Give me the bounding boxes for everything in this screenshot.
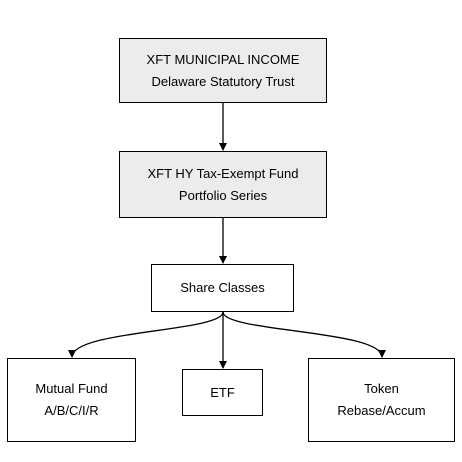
node-trust-subtitle: Delaware Statutory Trust	[151, 73, 295, 89]
node-series-title: XFT HY Tax-Exempt Fund	[147, 165, 299, 181]
node-etf: ETF	[182, 369, 263, 416]
node-trust-title: XFT MUNICIPAL INCOME	[146, 51, 300, 67]
node-share-classes-label: Share Classes	[180, 280, 265, 295]
node-mutual-fund: Mutual Fund A/B/C/I/R	[7, 358, 136, 442]
node-etf-label: ETF	[210, 384, 235, 400]
node-token-subtitle: Rebase/Accum	[337, 403, 426, 418]
node-series-subtitle: Portfolio Series	[178, 187, 268, 203]
edge-share-classes-to-token	[222, 311, 386, 358]
node-token: Token Rebase/Accum	[308, 358, 455, 442]
node-portfolio-series: XFT HY Tax-Exempt Fund Portfolio Series	[119, 151, 327, 218]
node-mutual-fund-title: Mutual Fund	[35, 381, 108, 396]
node-token-title: Token	[364, 381, 399, 396]
node-mutual-fund-classes: A/B/C/I/R	[44, 403, 99, 418]
node-share-classes: Share Classes	[151, 264, 294, 312]
node-delaware-statutory-trust: XFT MUNICIPAL INCOME Delaware Statutory …	[119, 38, 327, 103]
edge-share-classes-to-mutual-fund	[68, 311, 224, 358]
